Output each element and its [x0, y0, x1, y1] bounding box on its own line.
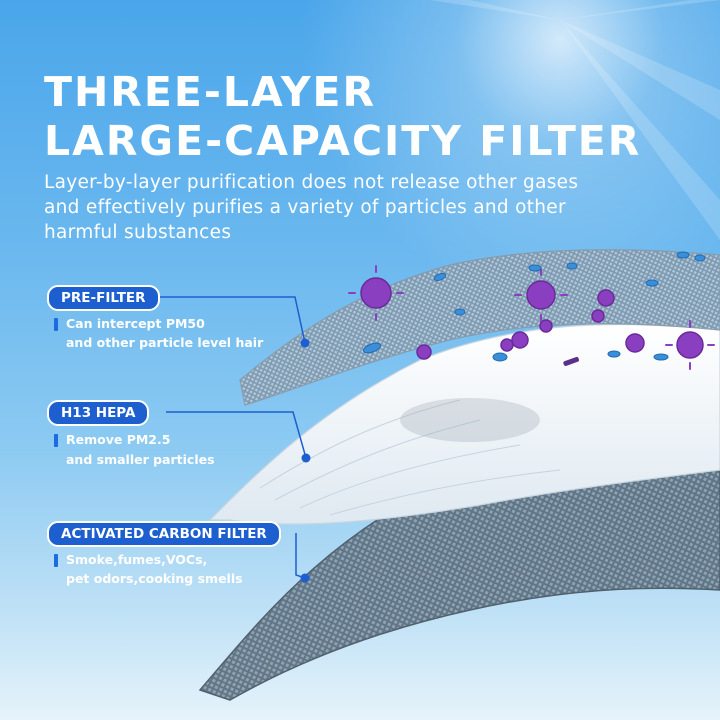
headline-line-1: THREE-LAYER — [44, 68, 377, 116]
carbon-label-badge: ACTIVATED CARBON FILTER — [47, 521, 281, 547]
subtitle-line-2: and effectively purifies a variety of pa… — [44, 197, 566, 218]
hepa-label-badge: H13 HEPA — [47, 400, 150, 426]
hepa-desc-line-2: and smaller particles — [66, 452, 215, 467]
prefilter-desc-line-2: and other particle level hair — [66, 335, 264, 350]
carbon-desc-line-2: pet odors,cooking smells — [66, 571, 243, 586]
headline-line-2: LARGE-CAPACITY FILTER — [44, 117, 642, 165]
subtitle-line-3: harmful substances — [44, 222, 232, 243]
prefilter-label-badge: PRE-FILTER — [47, 285, 160, 311]
prefilter-marker — [54, 318, 58, 331]
prefilter-desc-line-1: Can intercept PM50 — [66, 316, 205, 331]
hepa-marker — [54, 434, 58, 447]
subtitle-line-1: Layer-by-layer purification does not rel… — [44, 172, 579, 193]
carbon-marker — [54, 554, 58, 567]
carbon-desc-line-1: Smoke,fumes,VOCs, — [66, 552, 208, 567]
hepa-desc-line-1: Remove PM2.5 — [66, 432, 171, 447]
